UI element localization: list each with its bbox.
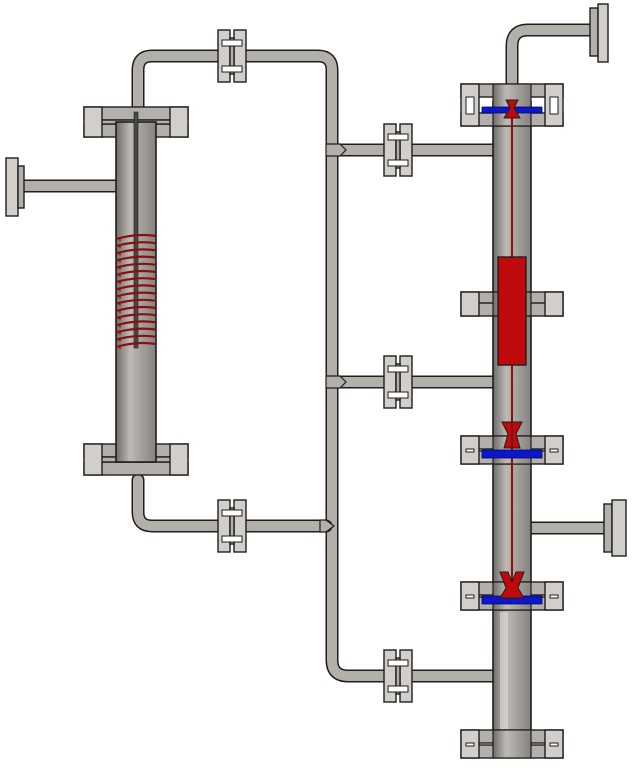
column-flange-pair [460,729,564,759]
pipe-flange-pair [217,499,247,553]
interconnect-piping [11,23,619,683]
pipe-flange-pair [383,649,413,703]
column-outlet-flange [603,499,627,557]
exchanger-inner-tube [133,111,139,349]
level-column [460,3,627,759]
pipe-flange-pairs [217,29,413,703]
pipe-flange-pair [383,355,413,409]
column-top-outlet-flange [589,3,609,63]
pipe-flange-pair [217,29,247,83]
heat-exchanger [5,106,189,476]
pipe-flange-pair [383,123,413,177]
check-valve-top [503,99,521,119]
check-valve-bottom [499,571,525,599]
header-tees [319,143,347,533]
check-valve-middle [501,421,523,449]
heating-coil [115,233,157,349]
magnetic-float [497,256,527,366]
exchanger-inlet-flange [5,157,25,217]
